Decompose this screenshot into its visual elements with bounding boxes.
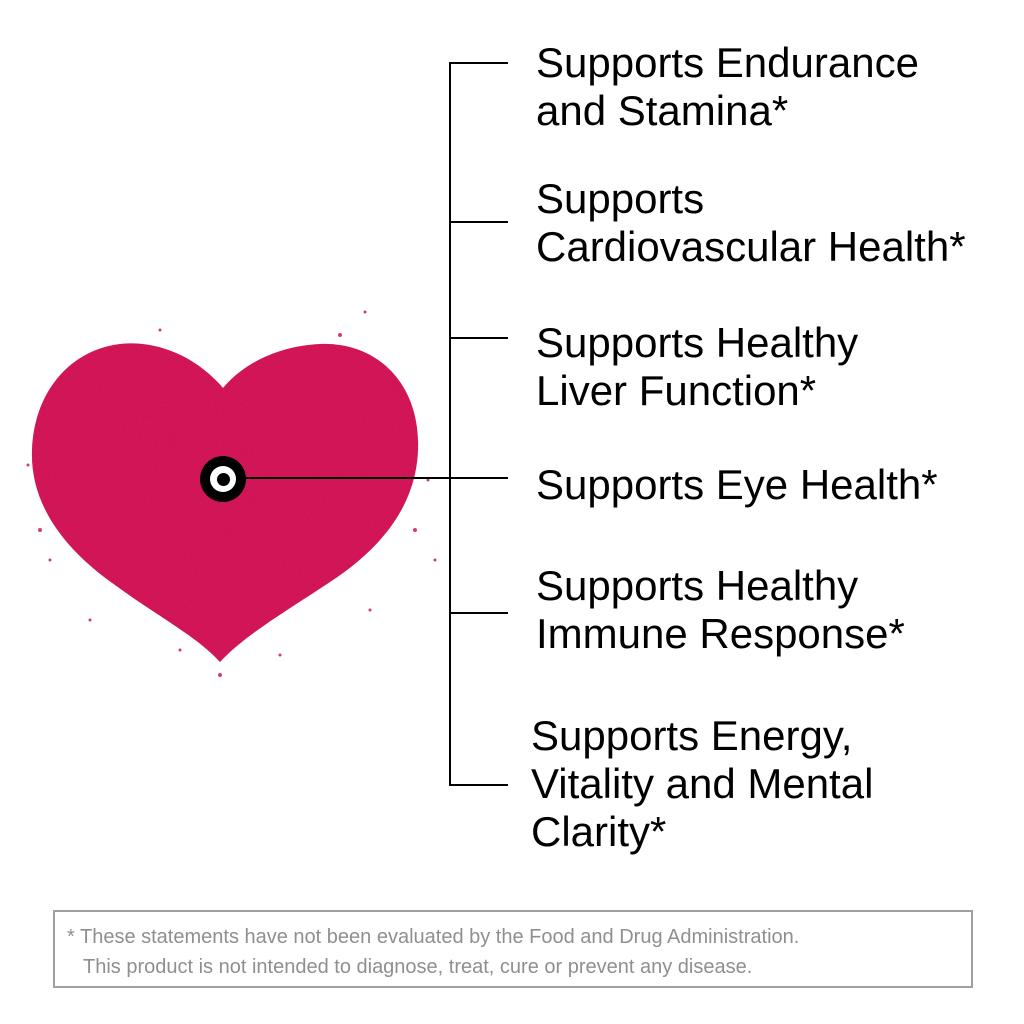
- target-ring: [210, 466, 236, 492]
- heart-icon: [26, 310, 437, 677]
- fda-disclaimer-box: * These statements have not been evaluat…: [53, 910, 973, 988]
- benefit-eye-health: Supports Eye Health*: [536, 461, 938, 508]
- benefit-energy-vitality-clarity: Supports Energy, Vitality and Mental Cla…: [531, 712, 874, 855]
- bracket-branch-2: [449, 221, 508, 223]
- target-center-dot: [216, 472, 230, 486]
- disclaimer-line-1: * These statements have not been evaluat…: [67, 926, 800, 948]
- bracket-branch-5: [449, 612, 508, 614]
- benefit-endurance-stamina: Supports Endurance and Stamina*: [536, 39, 919, 134]
- bracket-branch-6: [449, 784, 508, 786]
- disclaimer-line-2: This product is not intended to diagnose…: [83, 956, 753, 978]
- benefit-cardiovascular-health: Supports Cardiovascular Health*: [536, 175, 966, 270]
- powder-heart-image: [20, 300, 450, 700]
- bracket-branch-4: [449, 477, 508, 479]
- benefit-liver-function: Supports Healthy Liver Function*: [536, 319, 859, 414]
- pointer-line: [240, 477, 450, 479]
- benefit-immune-response: Supports Healthy Immune Response*: [536, 562, 905, 657]
- bracket-branch-3: [449, 337, 508, 339]
- bullseye-target-icon: [200, 456, 246, 502]
- bracket-vertical-line: [449, 62, 451, 786]
- bracket-branch-1: [449, 62, 508, 64]
